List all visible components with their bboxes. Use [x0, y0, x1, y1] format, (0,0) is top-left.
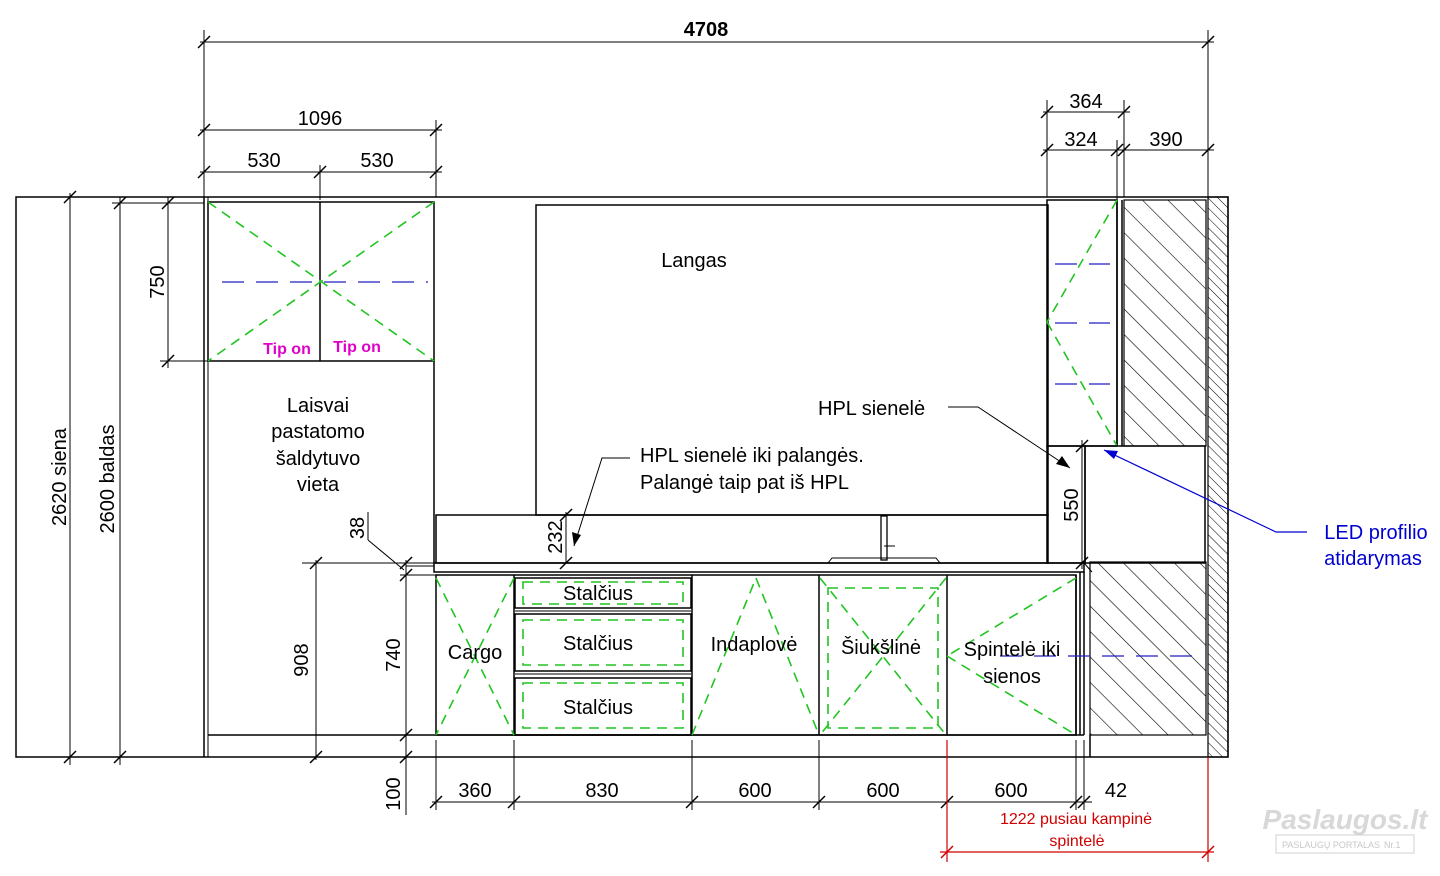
- dim-furniture-height: 2600 baldas: [97, 425, 119, 534]
- dim-countertop: 38: [347, 517, 369, 539]
- dim-base-body: 740: [383, 638, 405, 671]
- dim-right-cabinet-outer: 364: [1069, 91, 1102, 113]
- watermark-brand: Paslaugos.lt: [1263, 804, 1430, 835]
- fridge-column: [203, 197, 435, 757]
- drawer1-label: Stalčius: [563, 583, 633, 605]
- dim-total-width: 4708: [684, 19, 729, 41]
- watermark: Paslaugos.lt PASLAUGŲ PORTALAS Nr.1: [1263, 804, 1430, 854]
- dim-base-trash: 600: [866, 780, 899, 802]
- watermark-tagline: PASLAUGŲ PORTALAS: [1282, 840, 1380, 850]
- top-dimension-lines: [197, 30, 1215, 200]
- dim-base-last: 600: [994, 780, 1027, 802]
- dim-corner-gap: 42: [1105, 780, 1127, 802]
- trash-label: Šiukšlinė: [841, 636, 921, 659]
- fridge-label-line2: pastatomo: [271, 421, 364, 443]
- hpl-wall-label: HPL sienelė: [818, 398, 925, 420]
- bottom-dimension-lines: [429, 740, 1092, 810]
- cargo-label: Cargo: [448, 642, 502, 664]
- hpl-sill-label-line2: Palangė taip pat iš HPL: [640, 472, 849, 494]
- dim-right-wall-part: 390: [1149, 129, 1182, 151]
- watermark-badge: Nr.1: [1384, 840, 1401, 850]
- dim-base-cargo: 360: [458, 780, 491, 802]
- tip-on-left-label: Tip on: [263, 341, 311, 358]
- led-label-line1: LED profilio: [1324, 522, 1427, 544]
- countertop: [406, 562, 1093, 573]
- base-door-openings: [435, 577, 1200, 736]
- led-label-line2: atidarymas: [1324, 548, 1422, 570]
- corner-note-line2: spintelė: [1049, 833, 1104, 850]
- drawer3-label: Stalčius: [563, 697, 633, 719]
- dim-upper-door-right: 530: [360, 150, 393, 172]
- window: [435, 204, 1049, 564]
- dim-upper-height: 750: [147, 265, 169, 298]
- dim-right-cabinet-inner: 324: [1064, 129, 1097, 151]
- dim-base-dishwasher: 600: [738, 780, 771, 802]
- dishwasher-label: Indaplovė: [711, 634, 798, 656]
- hatched-wall: [1089, 196, 1229, 758]
- dim-base-total: 908: [291, 643, 313, 676]
- fridge-label-line1: Laisvai: [287, 395, 349, 417]
- left-dimension-lines: [63, 190, 208, 765]
- dim-right-gap-height: 550: [1061, 488, 1083, 521]
- fridge-label-line3: šaldytuvo: [276, 448, 361, 470]
- dim-backsplash: 232: [545, 520, 567, 553]
- cabinet-label-line1: Spintelė iki: [964, 639, 1061, 661]
- tip-on-right-label: Tip on: [333, 339, 381, 356]
- corner-note-line1: 1222 pusiau kampinė: [1000, 811, 1152, 828]
- hpl-sill-label-line1: HPL sienelė iki palangės.: [640, 445, 864, 467]
- dim-base-drawers: 830: [585, 780, 618, 802]
- faucet-icon: [827, 515, 941, 564]
- cabinet-label-line2: sienos: [983, 666, 1041, 688]
- window-label: Langas: [661, 250, 727, 272]
- drawer2-label: Stalčius: [563, 633, 633, 655]
- base-cabinets: [208, 572, 1085, 736]
- dim-upper-door-left: 530: [247, 150, 280, 172]
- wall-outline: [15, 196, 1229, 758]
- dim-plinth: 100: [383, 777, 405, 810]
- dim-wall-height: 2620 siena: [49, 427, 71, 526]
- leader-lines: [572, 406, 1307, 547]
- corner-dimension-line: [940, 740, 1215, 862]
- base-dimension-lines: [302, 439, 1089, 815]
- dim-fridge-column: 1096: [298, 108, 343, 130]
- upper-door-openings: [207, 201, 435, 362]
- fridge-label-line4: vieta: [297, 474, 340, 496]
